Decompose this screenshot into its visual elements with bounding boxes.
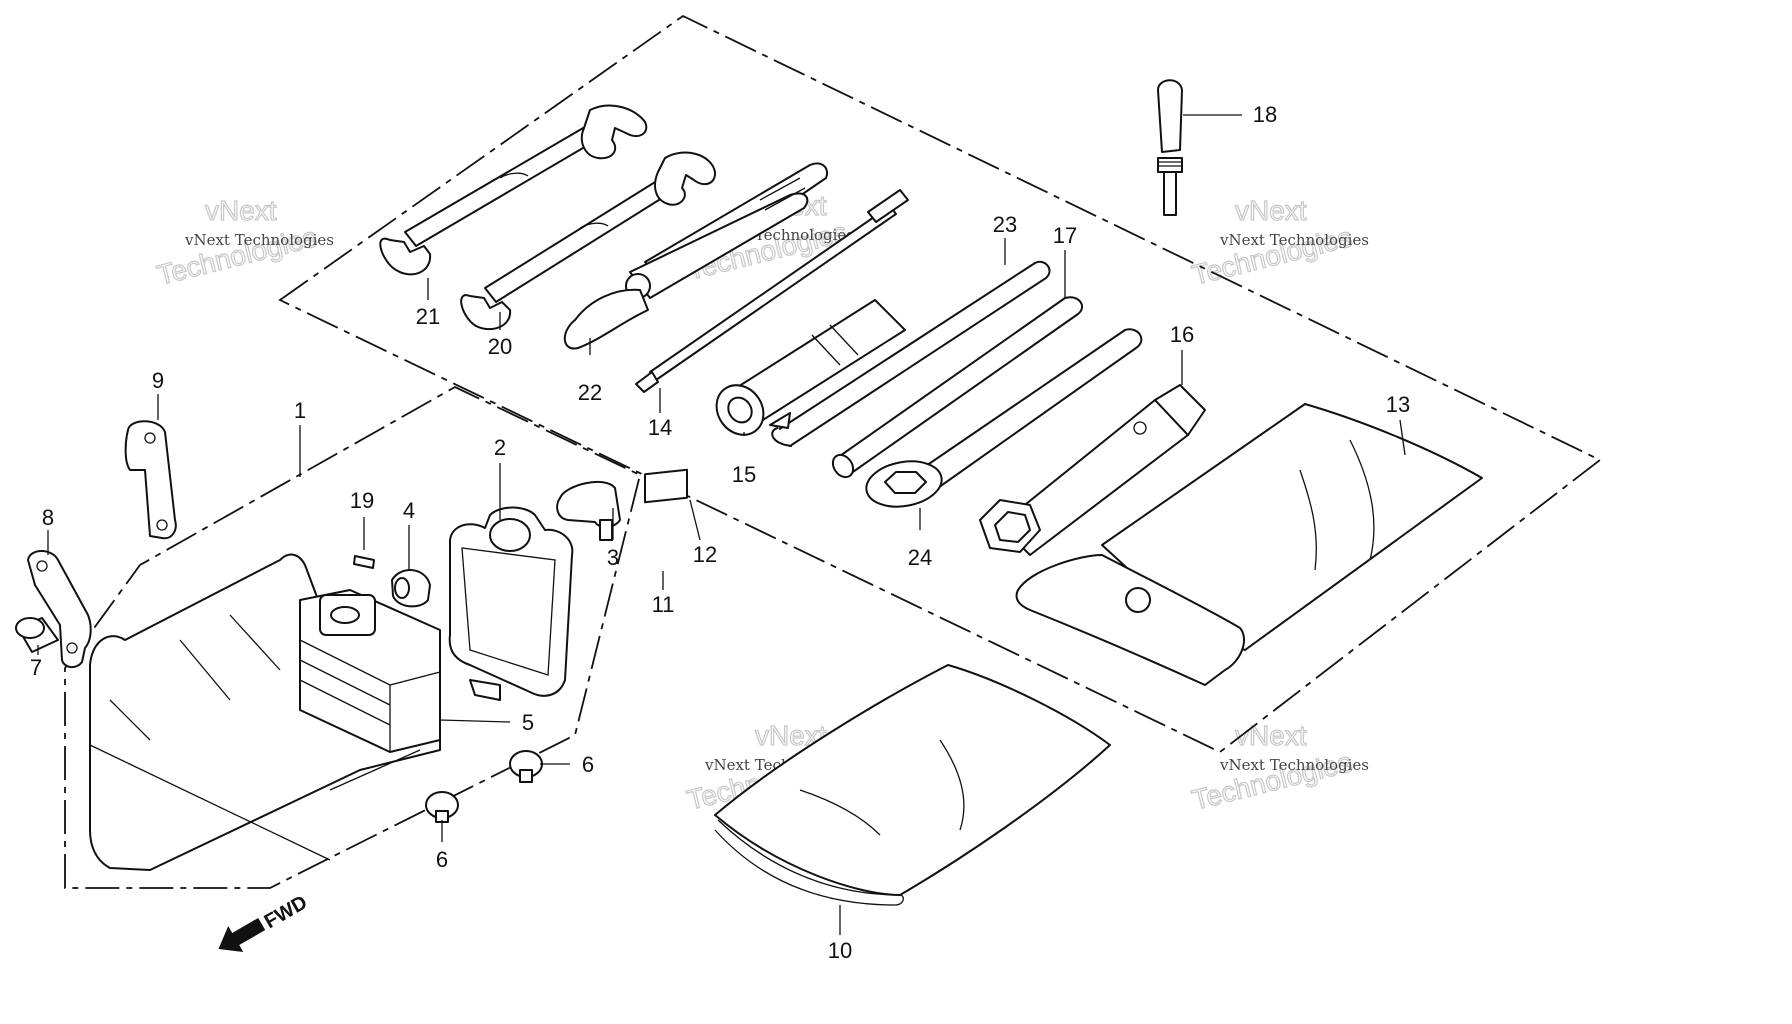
screwdriver-14 <box>635 189 909 393</box>
wrench-21 <box>379 104 648 276</box>
callout-23: 23 <box>993 212 1017 237</box>
connector-3 <box>556 480 621 541</box>
watermark-bottom-right: vNext Technologies vNext Technologies <box>1188 719 1369 816</box>
callout-16: 16 <box>1170 322 1194 347</box>
svg-text:vNext: vNext <box>1235 720 1307 751</box>
callout-22: 22 <box>578 380 602 405</box>
callout-1: 1 <box>294 398 306 423</box>
ring-spanner-24 <box>865 328 1143 508</box>
plug-wrench-15 <box>715 299 906 436</box>
wrench-20 <box>460 151 717 331</box>
bracket-9 <box>124 420 177 540</box>
callout-15: 15 <box>732 462 756 487</box>
svg-text:vNext Technologies: vNext Technologies <box>1219 756 1369 774</box>
callout-3: 3 <box>607 545 619 570</box>
callout-4: 4 <box>403 498 415 523</box>
callout-labels: 1 2 3 4 5 6 6 7 8 9 10 11 12 13 14 15 16… <box>30 102 1410 963</box>
box-5 <box>299 589 441 753</box>
svg-text:vNext: vNext <box>205 195 277 226</box>
watermark-top-left: vNext Technologies vNext Technologies <box>153 194 334 291</box>
callout-10: 10 <box>828 938 852 963</box>
bag-10 <box>714 664 1111 906</box>
bracket-8 <box>27 550 92 668</box>
svg-text:vNext: vNext <box>1235 195 1307 226</box>
forward-arrow-icon <box>218 917 266 952</box>
callout-14: 14 <box>648 415 672 440</box>
callout-6a: 6 <box>582 752 594 777</box>
callout-8: 8 <box>42 505 54 530</box>
callout-5: 5 <box>522 710 534 735</box>
callout-6b: 6 <box>436 847 448 872</box>
label-11 <box>644 468 688 504</box>
callout-20: 20 <box>488 334 512 359</box>
forward-arrow: FWD <box>218 891 311 952</box>
callout-24: 24 <box>908 545 932 570</box>
leader-lines <box>37 114 1406 935</box>
callout-13: 13 <box>1386 392 1410 417</box>
pin-18 <box>1157 79 1183 216</box>
rod-23 <box>769 260 1051 447</box>
callout-18: 18 <box>1253 102 1277 127</box>
box-wrench-16 <box>979 384 1206 556</box>
grommet-6b <box>425 791 459 823</box>
svg-text:vNext Technologies: vNext Technologies <box>1219 231 1369 249</box>
callout-9: 9 <box>152 368 164 393</box>
grommet-4 <box>391 569 431 608</box>
callout-17: 17 <box>1053 223 1077 248</box>
callout-12: 12 <box>693 542 717 567</box>
callout-11: 11 <box>652 592 675 617</box>
tool-kit-boundary <box>278 14 1602 754</box>
callout-7: 7 <box>30 655 42 680</box>
cover-2 <box>448 506 574 701</box>
collar-7 <box>15 617 59 653</box>
pin-19 <box>353 555 375 569</box>
watermark-top-right: vNext Technologies vNext Technologies <box>1188 194 1369 291</box>
callout-19: 19 <box>350 488 374 513</box>
callout-21: 21 <box>416 304 440 329</box>
fwd-label: FWD <box>261 891 311 933</box>
pliers-22 <box>563 162 828 350</box>
tool-bag-13 <box>1015 403 1483 686</box>
grommet-6a <box>509 750 543 783</box>
svg-text:vNext Technologies: vNext Technologies <box>184 231 334 249</box>
callout-2: 2 <box>494 435 506 460</box>
rod-17 <box>831 296 1084 479</box>
